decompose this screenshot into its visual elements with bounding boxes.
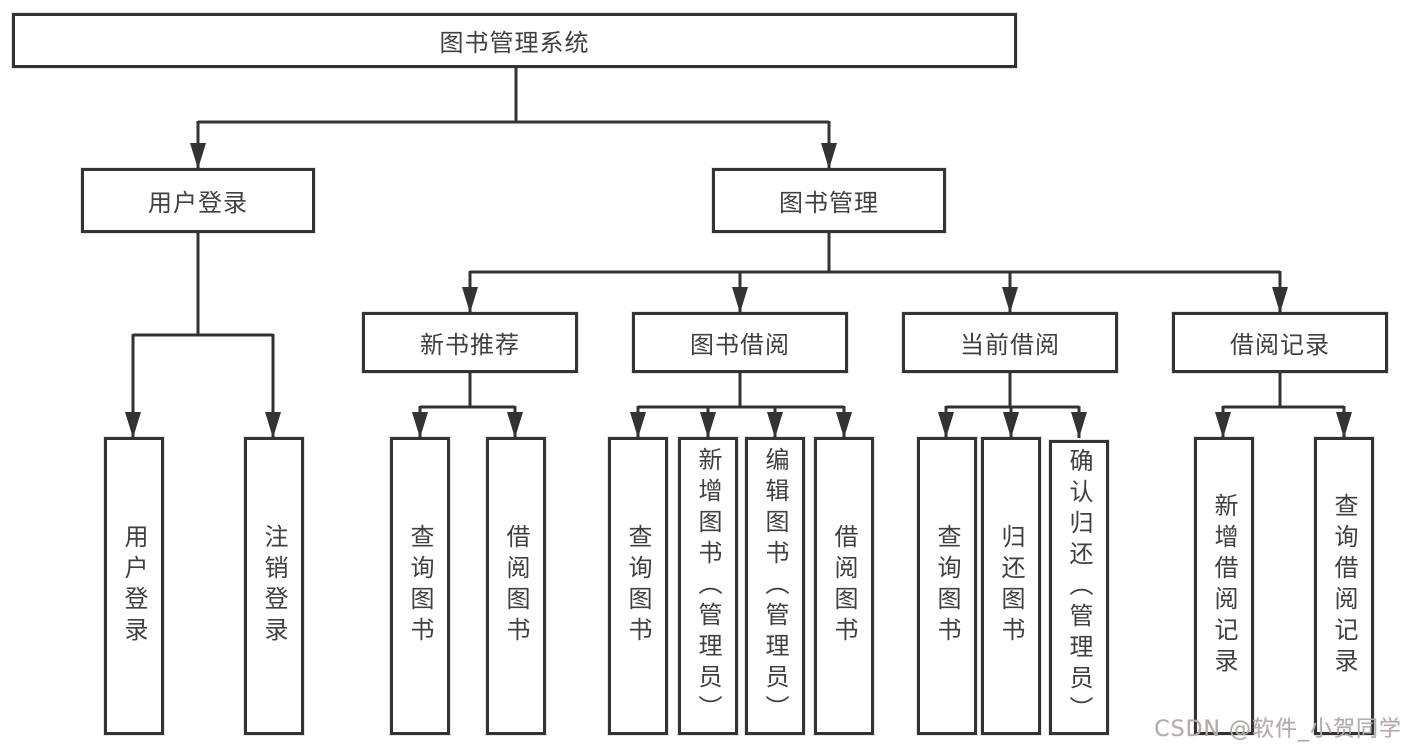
connector-root-to-level2 xyxy=(190,68,837,169)
leaf-confirm-return-admin: 确认归还（管理员） xyxy=(1049,440,1109,735)
leaf-logout: 注销登录 xyxy=(244,437,304,735)
node-user-login: 用户登录 xyxy=(81,168,315,233)
node-library-system: 图书管理系统 xyxy=(12,13,1017,68)
leaf-query-borrow-record: 查询借阅记录 xyxy=(1314,437,1374,735)
leaf-edit-book-admin: 编辑图书（管理员） xyxy=(745,437,805,735)
node-new-book-recommend: 新书推荐 xyxy=(362,312,578,373)
leaf-add-book-admin: 新增图书（管理员） xyxy=(678,437,738,735)
watermark: CSDN @软件_小贺同学 xyxy=(1154,717,1402,742)
leaf-add-borrow-record: 新增借阅记录 xyxy=(1194,437,1254,735)
connector-borrowing-records-children xyxy=(1215,373,1352,438)
connector-book-management-children xyxy=(462,233,1288,313)
leaf-borrow-books-borrowing: 借阅图书 xyxy=(814,437,874,735)
connector-user-login-children xyxy=(125,233,281,438)
node-book-borrowing: 图书借阅 xyxy=(632,312,848,373)
node-borrowing-records: 借阅记录 xyxy=(1172,312,1388,373)
node-book-management: 图书管理 xyxy=(712,168,946,233)
connector-book-borrowing-children xyxy=(630,373,852,438)
leaf-query-books-current: 查询图书 xyxy=(917,437,977,735)
leaf-query-books-recommend: 查询图书 xyxy=(390,437,450,735)
leaf-borrow-books-recommend: 借阅图书 xyxy=(486,437,546,735)
leaf-user-login: 用户登录 xyxy=(104,437,164,735)
leaf-query-books-borrowing: 查询图书 xyxy=(608,437,668,735)
connector-current-borrowing-children xyxy=(938,373,1087,438)
connector-new-book-recommend-children xyxy=(412,373,523,438)
leaf-return-books: 归还图书 xyxy=(981,437,1041,735)
node-current-borrowing: 当前借阅 xyxy=(902,312,1118,373)
